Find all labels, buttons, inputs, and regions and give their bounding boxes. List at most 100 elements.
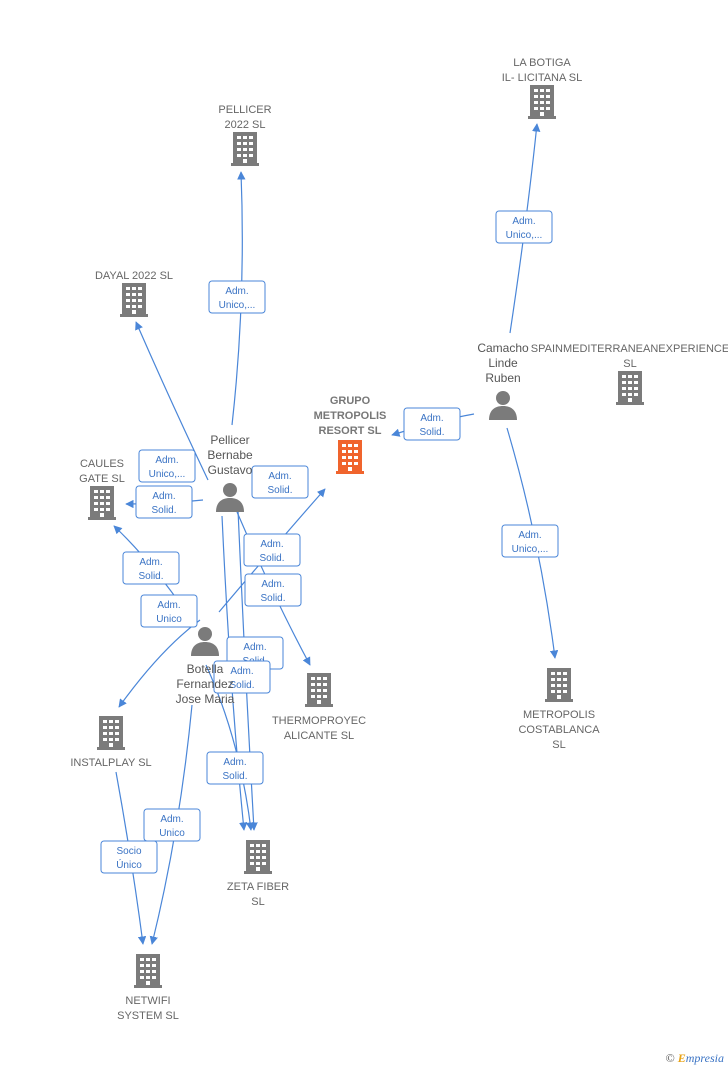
node-label: Camacho [477, 341, 529, 355]
person-icon [489, 391, 517, 420]
node-label: COSTABLANCA [518, 724, 600, 736]
node-label: Pellicer [210, 433, 249, 447]
edge-label-text: Unico,... [512, 544, 549, 555]
node-dayal[interactable]: DAYAL 2022 SL [95, 270, 173, 317]
edge-label-frame [143, 808, 201, 842]
edge-label-text: Unico [156, 614, 182, 625]
node-caules[interactable]: CAULES GATE SL [79, 458, 125, 520]
edge-label-text: Adm. [155, 455, 178, 466]
node-label: RESORT SL [319, 425, 382, 437]
node-label: SPAINMEDITERRANEANEXPERIENCE [531, 343, 728, 355]
copyright-icon: © [665, 1051, 675, 1065]
edge-label-box[interactable]: Adm. Unico,... [208, 280, 266, 314]
node-spain[interactable]: SPAINMEDITERRANEANEXPERIENCE SL [531, 343, 728, 405]
node-label: NETWIFI [125, 995, 170, 1007]
edge-label-text: Adm. [152, 491, 175, 502]
node-netwifi[interactable]: NETWIFI SYSTEM SL [117, 954, 179, 1022]
edge-label-text: Solid. [222, 771, 247, 782]
edge-label-text: Adm. [420, 413, 443, 424]
building-icon [88, 486, 116, 520]
edge-label-box[interactable]: Adm. Solid. [206, 751, 264, 785]
edge-label-box[interactable]: Adm.Solid. [244, 573, 302, 607]
edge-label-box[interactable]: Adm.Unico,... [495, 210, 553, 244]
edge-label-box[interactable]: Adm. Unico,... [138, 449, 196, 483]
edge-label-frame [244, 573, 302, 607]
edge-label-text: Solid. [229, 680, 254, 691]
edge-label-text: Adm. [225, 286, 248, 297]
footer-brand[interactable]: © Empresia [666, 1051, 724, 1066]
node-label: THERMOPROYEC [272, 715, 366, 727]
node-instalplay[interactable]: INSTALPLAY SL [70, 716, 152, 769]
edge-label-box[interactable]: Adm. Solid. [243, 533, 301, 567]
edge-label-box[interactable]: Adm. Solid. [135, 485, 193, 519]
edge-label-box[interactable]: Adm. Solid. [251, 465, 309, 499]
person-icon [191, 627, 219, 656]
person-icon [216, 483, 244, 512]
edge-label-frame [495, 210, 553, 244]
edge-label-frame [501, 524, 559, 558]
node-label: IL- LICITANA SL [502, 72, 583, 84]
edge-label-box[interactable]: Adm. Solid. [122, 551, 180, 585]
edge-label-box[interactable]: Adm.Unico [140, 594, 198, 628]
node-label: Linde [488, 356, 518, 370]
edge-label-text: Solid. [267, 485, 292, 496]
node-grupo[interactable]: GRUPO METROPOLIS RESORT SL [314, 395, 387, 474]
edge-label-text: Solid. [151, 505, 176, 516]
edge-label-text: Adm. [268, 471, 291, 482]
node-label: PELLICER [218, 104, 271, 116]
node-label: GRUPO [330, 395, 371, 407]
edge-labels-layer: Adm. Unico,... Adm. Unico,... Adm. Unico,... A… [100, 210, 559, 874]
edge-label-text: Adm. [243, 642, 266, 653]
node-label: METROPOLIS [314, 410, 387, 422]
building-icon [244, 840, 272, 874]
edge-label-frame [403, 407, 461, 441]
node-label: Botella [187, 662, 224, 676]
edge-label-frame [122, 551, 180, 585]
brand-name: mpresia [685, 1051, 724, 1065]
building-icon [528, 85, 556, 119]
building-icon [97, 716, 125, 750]
node-label: 2022 SL [225, 119, 266, 131]
edge-label-frame [208, 280, 266, 314]
node-label: SL [623, 358, 636, 370]
edge-label-text: Adm. [223, 757, 246, 768]
edge-label-text: Adm. [139, 557, 162, 568]
edge-label-box[interactable]: Adm.Unico [143, 808, 201, 842]
edge-label-box[interactable]: Adm.Unico,... [501, 524, 559, 558]
node-label: INSTALPLAY SL [70, 757, 151, 769]
building-icon [336, 440, 364, 474]
node-pellicer2022[interactable]: PELLICER 2022 SL [218, 104, 272, 166]
edge-label-text: Solid. [138, 571, 163, 582]
edge-pellicerp-to-dayal [135, 321, 209, 481]
node-label: Gustavo [208, 463, 253, 477]
node-label: Bernabe [207, 448, 253, 462]
edge-label-frame [251, 465, 309, 499]
edge-label-text: Adm. [260, 539, 283, 550]
edge-label-frame [213, 660, 271, 694]
edge-label-text: Adm. [230, 666, 253, 677]
edge-label-box[interactable]: Adm.Solid. [403, 407, 461, 441]
nodes-layer: GRUPO METROPOLIS RESORT SL PELLICER 2022 SL L… [70, 57, 728, 1022]
node-label: GATE SL [79, 473, 125, 485]
edge-label-text: Solid. [259, 553, 284, 564]
building-icon [305, 673, 333, 707]
edge-label-text: Unico,... [219, 300, 256, 311]
node-label: Fernandez [176, 677, 233, 691]
edge-label-box[interactable]: Adm. Solid. [213, 660, 271, 694]
node-label: Jose Maria [176, 692, 235, 706]
edge-label-text: Socio [116, 846, 141, 857]
edge-label-frame [206, 751, 264, 785]
edge-label-text: Adm. [261, 579, 284, 590]
edge-label-text: Unico,... [149, 469, 186, 480]
edge-label-text: Único [116, 858, 142, 871]
node-label: CAULES [80, 458, 124, 470]
node-label: SYSTEM SL [117, 1010, 179, 1022]
